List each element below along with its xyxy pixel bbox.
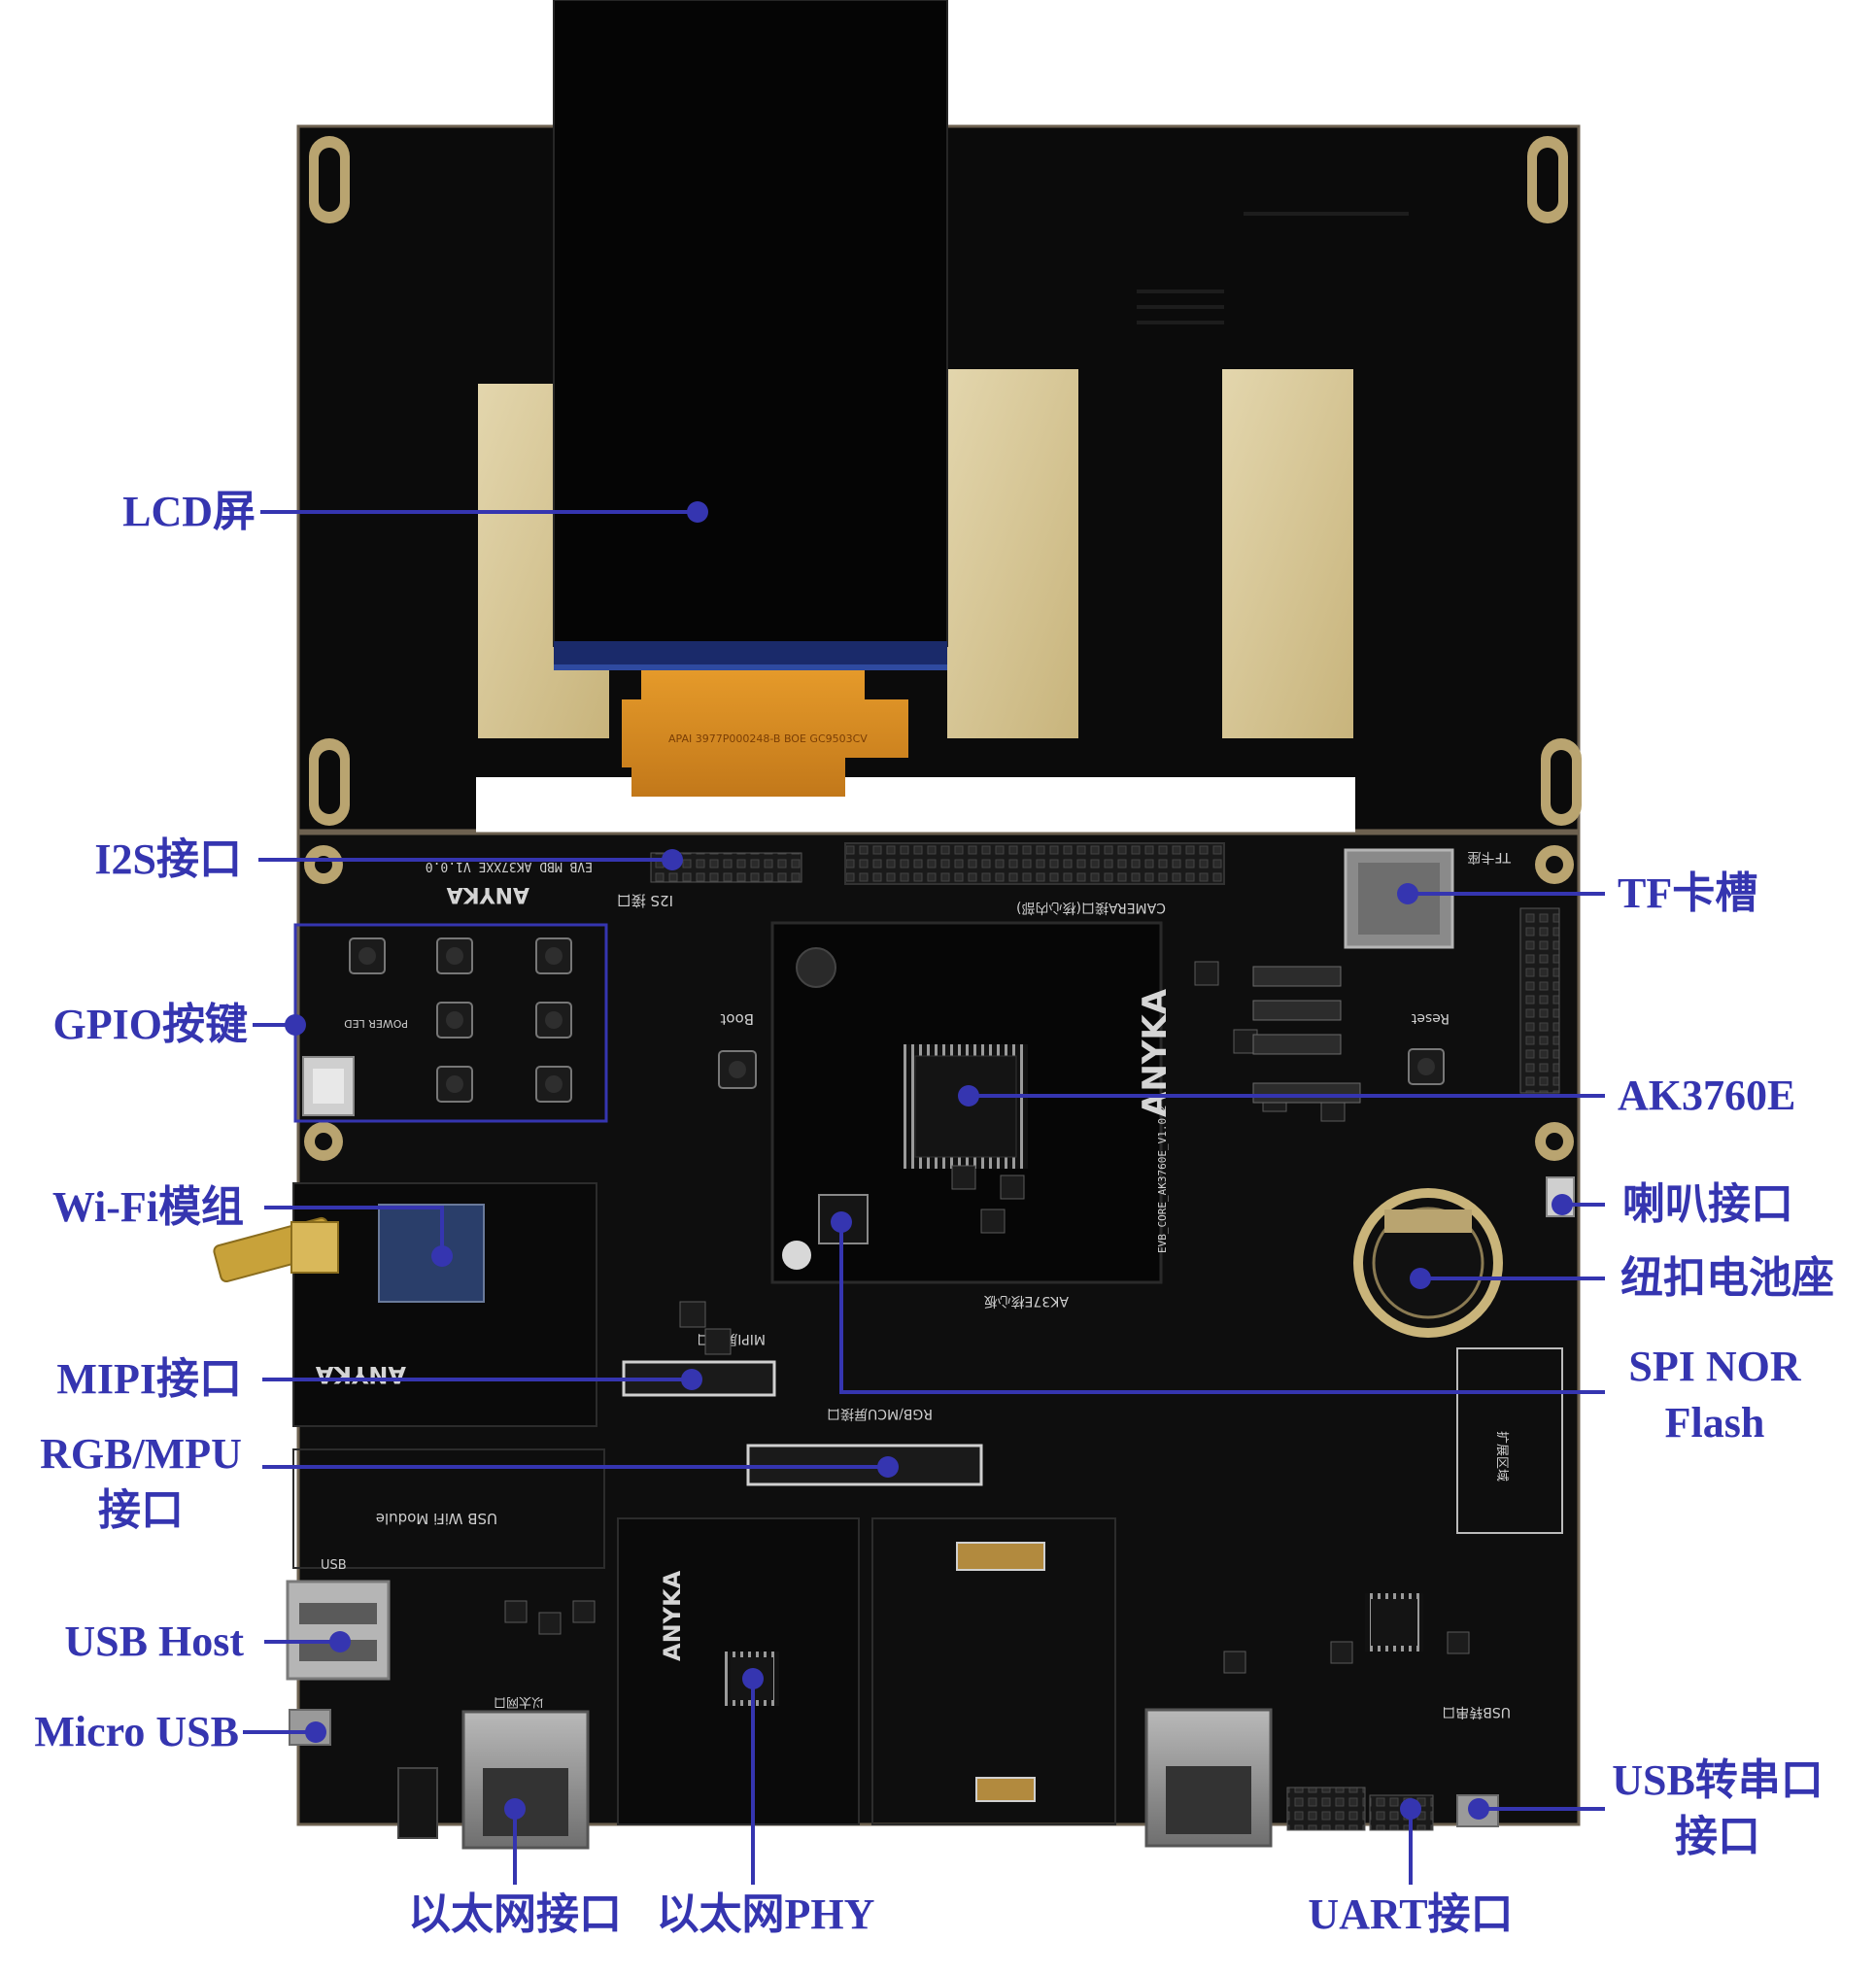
usb-silk-text: USB (321, 1558, 347, 1573)
label-wifi-module: Wi-Fi模组 (51, 1183, 244, 1231)
sma-antenna-connector (213, 1216, 339, 1283)
lcd-fpc-text: APAI 3977P000248-B BOE GC9503CV (668, 732, 868, 745)
lcd-panel: APAI 3977P000248-B BOE GC9503CV (553, 0, 948, 797)
expansion-header-right (1519, 907, 1560, 1094)
power-led-silk-text: POWER LED (344, 1017, 408, 1030)
eth-phy-board-brand: ANYKA (659, 1570, 686, 1661)
label-ethernet-phy: 以太网PHY (656, 1890, 875, 1938)
mounting-slot (309, 738, 350, 826)
boot-button: Boot (718, 1010, 757, 1089)
gold-pad (947, 369, 1078, 738)
label-rgb-line1: RGB/MPU (40, 1430, 242, 1478)
label-spi-line1: SPI NOR (1628, 1343, 1801, 1390)
expansion-area-text: 扩展区域 (1494, 1431, 1509, 1481)
uart-header (1286, 1787, 1366, 1831)
label-usb-serial-line1: USB转串口 (1612, 1756, 1824, 1804)
label-usb-host: USB Host (64, 1617, 244, 1665)
label-i2s-interface: I2S接口 (94, 835, 242, 883)
expansion-area (1456, 1347, 1563, 1534)
label-gpio-keys: GPIO按键 (52, 1001, 248, 1048)
eth-port-silk-text: 以太网口 (494, 1694, 544, 1709)
reset-button: Reset (1408, 1010, 1450, 1085)
leader-dots (285, 501, 1573, 1820)
core-caption-text: AK37E核心板 (984, 1293, 1069, 1309)
wifi-chip (378, 1204, 485, 1303)
usb-serial-silk-text: USB转串口 (1442, 1704, 1511, 1720)
label-micro-usb: Micro USB (34, 1708, 239, 1755)
ethernet-phy-board: ANYKA (617, 1517, 860, 1825)
lcd-fpc-cable (622, 670, 908, 797)
label-spi-nor-flash: SPI NOR Flash (1603, 1339, 1826, 1451)
ethernet-port-left: 以太网口 (461, 1694, 590, 1850)
gold-pad (1222, 369, 1353, 738)
usb-host-port: USB (286, 1558, 391, 1681)
dc-jack (397, 1767, 438, 1839)
label-coin-battery: 纽扣电池座 (1620, 1254, 1834, 1302)
leader-lines (243, 510, 1605, 1885)
core-brand-text: ANYKA (1136, 988, 1175, 1117)
buzzer (796, 947, 836, 988)
label-mipi-interface: MIPI接口 (56, 1355, 242, 1403)
label-speaker-interface: 喇叭接口 (1622, 1180, 1793, 1228)
wifi-module-board: ANYKA (292, 1182, 597, 1427)
wifi-board-brand: ANYKA (315, 1361, 406, 1388)
led-dome (782, 1241, 811, 1270)
core-version-text: EVB_CORE_AK3760E_V1.0.2 (1156, 1106, 1169, 1253)
usb-wifi-silk-text: USB WiFi Module (376, 1510, 497, 1527)
pcb-version-text: EVB_MBD_AK37XXE_V1.0.0 (426, 859, 593, 873)
usb-wifi-module-area: USB WiFi Module (292, 1448, 605, 1569)
label-ak3760e: AK3760E (1618, 1072, 1796, 1119)
camera-connector (844, 842, 1225, 885)
label-spi-line2: Flash (1664, 1399, 1765, 1447)
label-usb-serial-line2: 接口 (1675, 1813, 1760, 1860)
tf-silk-text: TF卡座 (1467, 849, 1512, 865)
camera-silk-text: CAMERA接口(核心内部) (1016, 900, 1166, 916)
coin-battery-holder (1353, 1188, 1503, 1338)
mounting-slot (309, 136, 350, 223)
leader-wifi (264, 1206, 444, 1256)
label-rgb-mpu-interface: RGB/MPU 接口 (33, 1426, 249, 1539)
label-usb-serial-interface: USB转串口 接口 (1601, 1753, 1834, 1865)
sdio-module-area (871, 1517, 1116, 1825)
label-ethernet-port: 以太网接口 (408, 1890, 622, 1938)
mounting-slot (1541, 738, 1582, 826)
pcb-brand-text: ANYKA (447, 882, 529, 906)
main-pcb: ANYKA EVB_MBD_AK37XXE_V1.0.0 I2S 接口 CAME… (213, 832, 1581, 1850)
ethernet-port-right (1144, 1708, 1273, 1848)
leader-spi (839, 1222, 1605, 1394)
reset-silk-text: Reset (1411, 1010, 1450, 1026)
mounting-slot (1527, 136, 1568, 223)
label-tf-card-slot: TF卡槽 (1618, 869, 1758, 917)
label-uart-interface: UART接口 (1308, 1890, 1514, 1938)
rgb-silk-text: RGB/MCU屏接口 (827, 1406, 933, 1422)
label-rgb-line2: 接口 (98, 1486, 184, 1534)
i2s-silk-text: I2S 接口 (617, 892, 673, 909)
boot-silk-text: Boot (720, 1010, 754, 1028)
label-lcd-screen: LCD屏 (122, 488, 256, 535)
